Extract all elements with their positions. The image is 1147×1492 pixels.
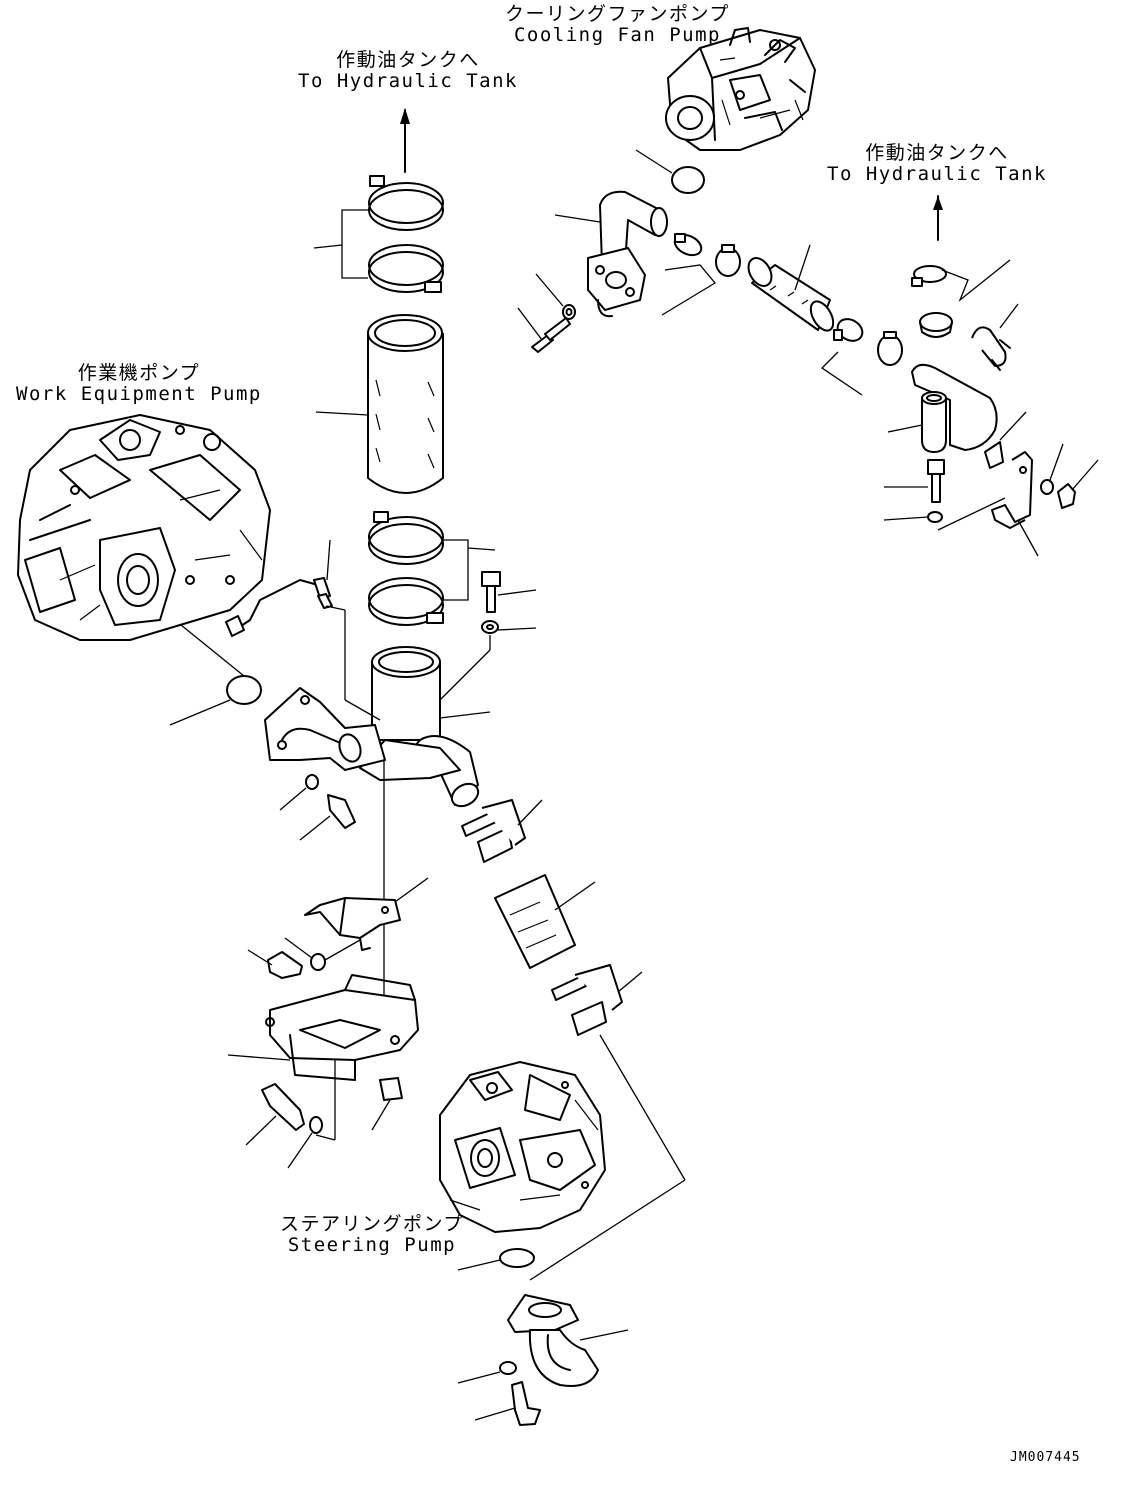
hose-clamps-top [368, 175, 444, 293]
sensor-harness [225, 577, 333, 637]
work-equipment-pump-label-jp: 作業機ポンプ [77, 362, 201, 384]
suction-manifold [264, 646, 480, 808]
hose-clamps-mid [368, 511, 444, 626]
hose-short [494, 874, 576, 969]
cooling-fan-pump-label-en: Cooling Fan Pump [513, 24, 721, 46]
cooling-elbow-tube [587, 190, 668, 318]
to-tank-label-left: 作動油タンクへ To Hydraulic Tank [298, 50, 518, 92]
hose-right [747, 257, 835, 332]
right-elbow-pipe [911, 363, 998, 453]
cooling-fan-pump-label: クーリングファンポンプ Cooling Fan Pump [505, 4, 730, 46]
hose-clamps-upper [673, 233, 741, 277]
steering-pump-label-en: Steering Pump [287, 1234, 457, 1256]
cooling-fan-pump-label-jp: クーリングファンポンプ [505, 3, 730, 25]
steering-pump-illustration [439, 1061, 606, 1233]
steering-pump-label-jp: ステアリングポンプ [280, 1213, 464, 1235]
steering-suction-elbow [507, 1294, 599, 1387]
steering-pump-label: ステアリングポンプ Steering Pump [280, 1214, 464, 1256]
to-tank-label-left-jp: 作動油タンクへ [336, 49, 480, 71]
work-equipment-pump-label-en: Work Equipment Pump [16, 383, 262, 405]
drawing-code: JM007445 [1010, 1450, 1081, 1465]
hose-vertical [367, 314, 444, 494]
to-tank-label-right-jp: 作動油タンクへ [865, 142, 1009, 164]
cooling-fan-pump-illustration [665, 27, 816, 151]
work-equipment-pump-illustration [17, 414, 271, 641]
hose-clamps-lower-b [551, 964, 623, 1036]
bracket-right [991, 451, 1033, 529]
bracket-upper [304, 897, 401, 951]
hose-clamps-lower-a [461, 799, 526, 863]
work-equipment-pump-label: 作業機ポンプ Work Equipment Pump [16, 363, 262, 405]
to-tank-label-right-en: To Hydraulic Tank [827, 163, 1047, 185]
mounting-block [265, 974, 419, 1101]
to-tank-label-left-en: To Hydraulic Tank [298, 70, 518, 92]
to-tank-label-right: 作動油タンクへ To Hydraulic Tank [827, 143, 1047, 185]
